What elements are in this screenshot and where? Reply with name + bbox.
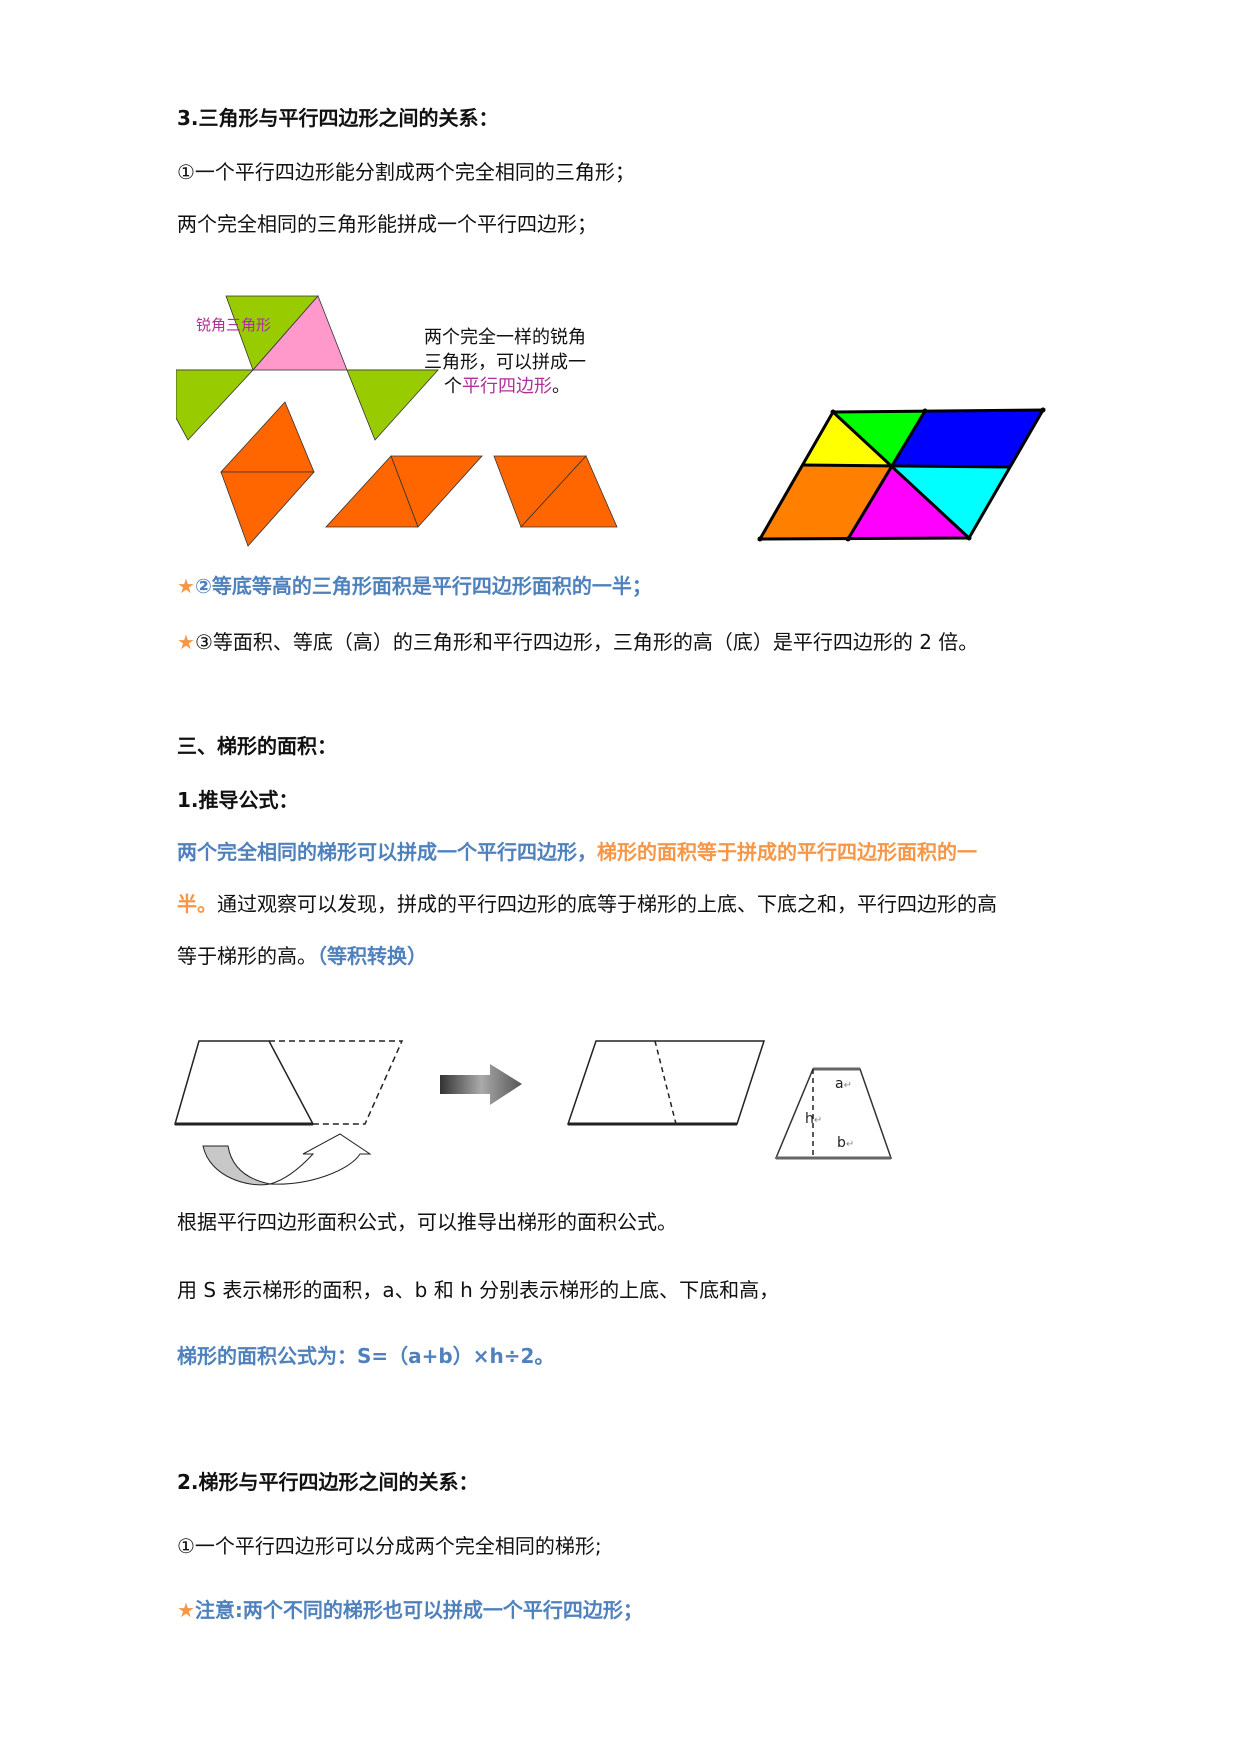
star-icon: ★ <box>177 630 195 654</box>
section-heading-trapezoid-area: 三、梯形的面积： <box>177 734 337 758</box>
subheading-trapezoid-parallelogram: 2.梯形与平行四边形之间的关系： <box>177 1470 479 1494</box>
svg-text:两个完全一样的锐角: 两个完全一样的锐角 <box>424 327 586 348</box>
star-icon: ★ <box>177 574 195 598</box>
label-h: h <box>805 1111 814 1127</box>
triangles-figure: 锐角三角形 两个完全一样的锐角 三角形，可以拼成一 个平行四边形。 <box>176 290 636 560</box>
acute-triangle-label: 锐角三角形 <box>196 316 271 334</box>
svg-text:b↵: b↵ <box>837 1135 854 1151</box>
point-3: ★③等面积、等底（高）的三角形和平行四边形，三角形的高（底）是平行四边形的 2 … <box>177 630 979 654</box>
subheading-derive-formula: 1.推导公式： <box>177 788 299 812</box>
svg-text:h↵: h↵ <box>805 1111 822 1127</box>
label-a: a <box>835 1076 844 1092</box>
para-line-2: 半。通过观察可以发现，拼成的平行四边形的底等于梯形的上底、下底之和，平行四边形的… <box>177 892 997 916</box>
point-1b: 两个完全相同的三角形能拼成一个平行四边形； <box>177 212 597 236</box>
svg-text:三角形，可以拼成一: 三角形，可以拼成一 <box>424 352 586 373</box>
derive-line: 根据平行四边形面积公式，可以推导出梯形的面积公式。 <box>177 1210 677 1234</box>
para-line-1: 两个完全相同的梯形可以拼成一个平行四边形，梯形的面积等于拼成的平行四边形面积的一 <box>177 840 977 864</box>
area-formula: 梯形的面积公式为：S=（a+b）×h÷2。 <box>177 1344 555 1368</box>
svg-text:a↵: a↵ <box>835 1076 852 1092</box>
point-2: ★②等底等高的三角形面积是平行四边形面积的一半； <box>177 574 652 598</box>
label-b: b <box>837 1135 846 1151</box>
note-line: ★注意:两个不同的梯形也可以拼成一个平行四边形； <box>177 1598 643 1622</box>
colored-parallelogram-figure <box>740 390 1060 560</box>
point-1a: ①一个平行四边形能分割成两个完全相同的三角形； <box>177 160 635 184</box>
variables-line: 用 S 表示梯形的面积，a、b 和 h 分别表示梯形的上底、下底和高， <box>177 1278 780 1302</box>
star-icon: ★ <box>177 1598 195 1622</box>
trapezoid-derivation-diagram: a↵ h↵ b↵ <box>170 1020 1050 1190</box>
para-line-3: 等于梯形的高。（等积转换） <box>177 944 427 968</box>
section-heading-triangle-parallelogram: 3.三角形与平行四边形之间的关系： <box>177 106 499 130</box>
svg-text:个平行四边形。: 个平行四边形。 <box>444 376 570 397</box>
relation-1: ①一个平行四边形可以分成两个完全相同的梯形; <box>177 1534 602 1558</box>
